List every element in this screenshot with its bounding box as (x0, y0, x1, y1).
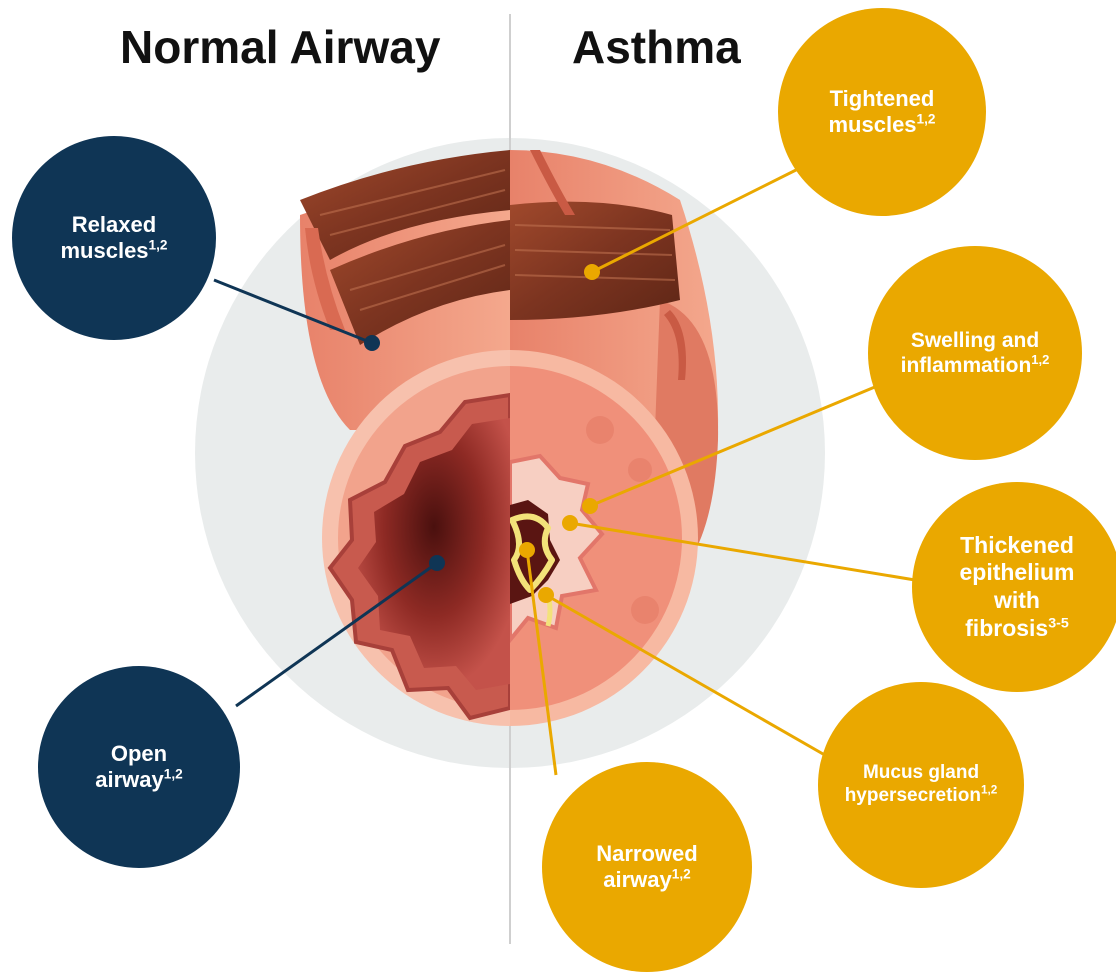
marker-relaxed (364, 335, 380, 351)
callout-line: Swelling and (911, 328, 1039, 353)
callout-line: Tightened (830, 86, 935, 112)
callout-relaxed-muscles: Relaxed muscles1,2 (12, 136, 216, 340)
callout-line: with (994, 587, 1040, 615)
callout-line: airway1,2 (603, 867, 690, 893)
marker-open (429, 555, 445, 571)
marker-tightened (584, 264, 600, 280)
callout-line: Thickened (960, 532, 1074, 560)
callout-line: Relaxed (72, 212, 156, 238)
callout-line: airway1,2 (95, 767, 182, 793)
callout-line: inflammation1,2 (901, 353, 1050, 378)
callout-open-airway: Open airway1,2 (38, 666, 240, 868)
citation: 1,2 (149, 238, 168, 253)
callout-line: epithelium (959, 559, 1074, 587)
citation: 3-5 (1048, 615, 1069, 631)
heading-normal-airway: Normal Airway (120, 20, 440, 74)
marker-mucus (538, 587, 554, 603)
callout-mucus-gland: Mucus gland hypersecretion1,2 (818, 682, 1024, 888)
callout-line: muscles1,2 (828, 112, 935, 138)
callout-swelling-inflammation: Swelling and inflammation1,2 (868, 246, 1082, 460)
callout-narrowed-airway: Narrowed airway1,2 (542, 762, 752, 972)
marker-narrowed (519, 542, 535, 558)
callout-thickened-epithelium: Thickened epithelium with fibrosis3-5 (912, 482, 1116, 692)
callout-line: hypersecretion1,2 (845, 785, 998, 808)
callout-tightened-muscles: Tightened muscles1,2 (778, 8, 986, 216)
citation: 1,2 (672, 867, 691, 882)
callout-line: Mucus gland (863, 762, 979, 785)
citation: 1,2 (1031, 352, 1049, 367)
marker-swelling (582, 498, 598, 514)
callout-line: muscles1,2 (60, 238, 167, 264)
callout-line: Narrowed (596, 841, 697, 867)
marker-thickened (562, 515, 578, 531)
heading-asthma: Asthma (572, 20, 741, 74)
callout-line: Open (111, 741, 167, 767)
citation: 1,2 (164, 767, 183, 782)
callout-line: fibrosis3-5 (965, 615, 1069, 643)
citation: 1,2 (981, 784, 997, 797)
citation: 1,2 (917, 112, 936, 127)
